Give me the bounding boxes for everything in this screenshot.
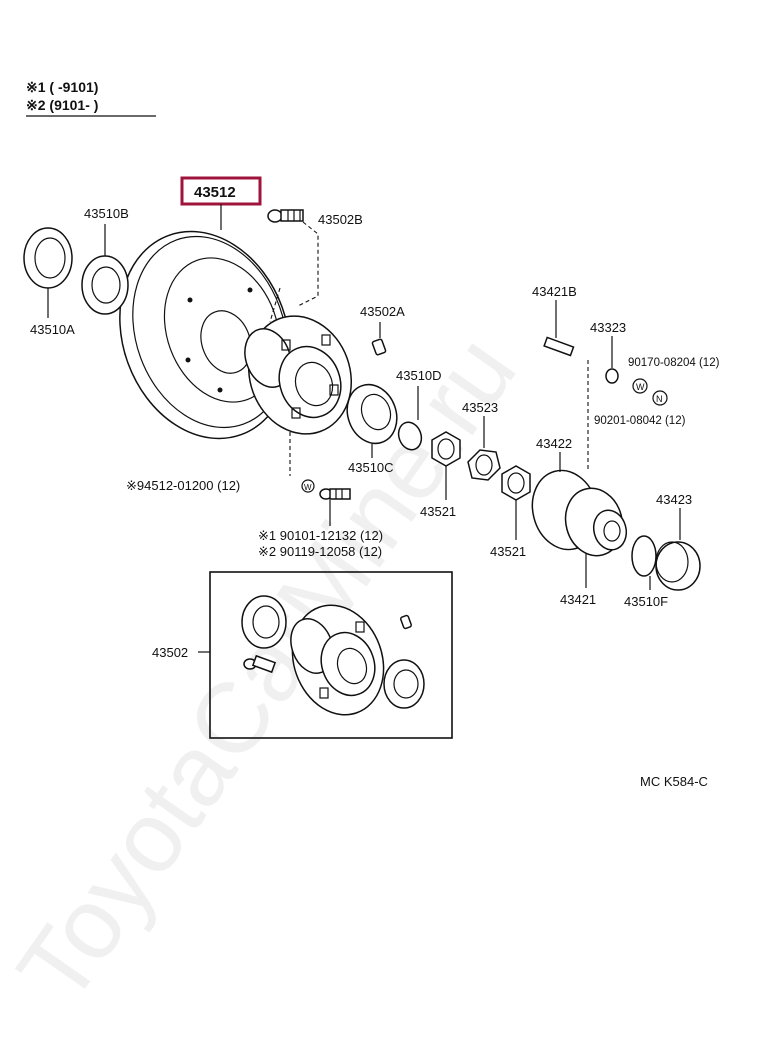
note-2: ※2 (9101- ) xyxy=(26,97,98,113)
assembly-bolt xyxy=(243,654,277,674)
dashed-leader-bolt xyxy=(269,287,281,323)
part-label-43421: 43421 xyxy=(560,592,596,607)
nut-n-marker: N xyxy=(652,390,668,406)
part-label-43523: 43523 xyxy=(462,400,498,415)
snap-ring-43510F xyxy=(631,535,657,577)
part-label-43521-a: 43521 xyxy=(420,504,456,519)
part-label-43510F: 43510F xyxy=(624,594,668,609)
part-label-43423: 43423 xyxy=(656,492,692,507)
part-label-90201: 90201-08042 (12) xyxy=(594,415,686,427)
hub-nut-43521-a xyxy=(431,431,461,467)
part-label-43323: 43323 xyxy=(590,320,626,335)
part-label-90119: ※2 90119-12058 (12) xyxy=(258,544,382,559)
part-label-90101: ※1 90101-12132 (12) xyxy=(258,528,383,543)
oil-seal-43510A xyxy=(23,227,73,289)
hub-cap-43423 xyxy=(655,541,701,591)
part-label-94512: ※94512-01200 (12) xyxy=(126,478,240,493)
snap-ring-43510D xyxy=(397,421,423,451)
hub-nut-43521-b xyxy=(501,465,531,501)
hub-bolt-43502B xyxy=(267,209,304,223)
part-label-43421B: 43421B xyxy=(532,284,577,299)
hub-assembly-box xyxy=(209,571,453,739)
part-label-43510C: 43510C xyxy=(348,460,394,475)
svg-text:W: W xyxy=(636,382,645,392)
lock-washer-43523 xyxy=(467,449,501,481)
knock-pin-43502A xyxy=(371,338,387,356)
assembly-oil-seal xyxy=(241,595,287,649)
part-label-43510D: 43510D xyxy=(396,368,442,383)
washer-w-marker-2 xyxy=(301,479,315,493)
part-label-43512: 43512 xyxy=(194,184,236,201)
part-43512-highlight[interactable]: 43512 xyxy=(180,176,262,206)
stud-43421B xyxy=(543,336,575,357)
part-label-43502: 43502 xyxy=(152,645,188,660)
part-label-43510B: 43510B xyxy=(84,206,129,221)
part-label-43422: 43422 xyxy=(536,436,572,451)
part-label-43502A: 43502A xyxy=(360,304,405,319)
part-label-43510A: 43510A xyxy=(30,322,75,337)
assembly-bearing xyxy=(383,659,425,709)
part-label-90170: 90170-08204 (12) xyxy=(628,357,720,369)
bearing-43510C xyxy=(346,383,398,445)
part-label-43521-b: 43521 xyxy=(490,544,526,559)
washer-w-text: W xyxy=(304,483,312,492)
note-1: ※1 ( -9101) xyxy=(26,79,98,95)
dashed-leader-43502B xyxy=(297,221,319,307)
diagram-code: MC K584-C xyxy=(640,774,708,789)
part-label-43502B: 43502B xyxy=(318,212,363,227)
front-axle-hub xyxy=(244,315,353,435)
svg-text:N: N xyxy=(656,394,663,404)
cone-washer-43323 xyxy=(605,368,619,384)
assembly-hub xyxy=(290,604,385,716)
washer-w-marker: W xyxy=(632,378,648,394)
bearing-43510B xyxy=(81,255,129,315)
hub-bolt-lower xyxy=(319,488,351,500)
free-wheel-hub-43421 xyxy=(531,469,628,557)
assembly-knock-pin xyxy=(400,614,412,630)
